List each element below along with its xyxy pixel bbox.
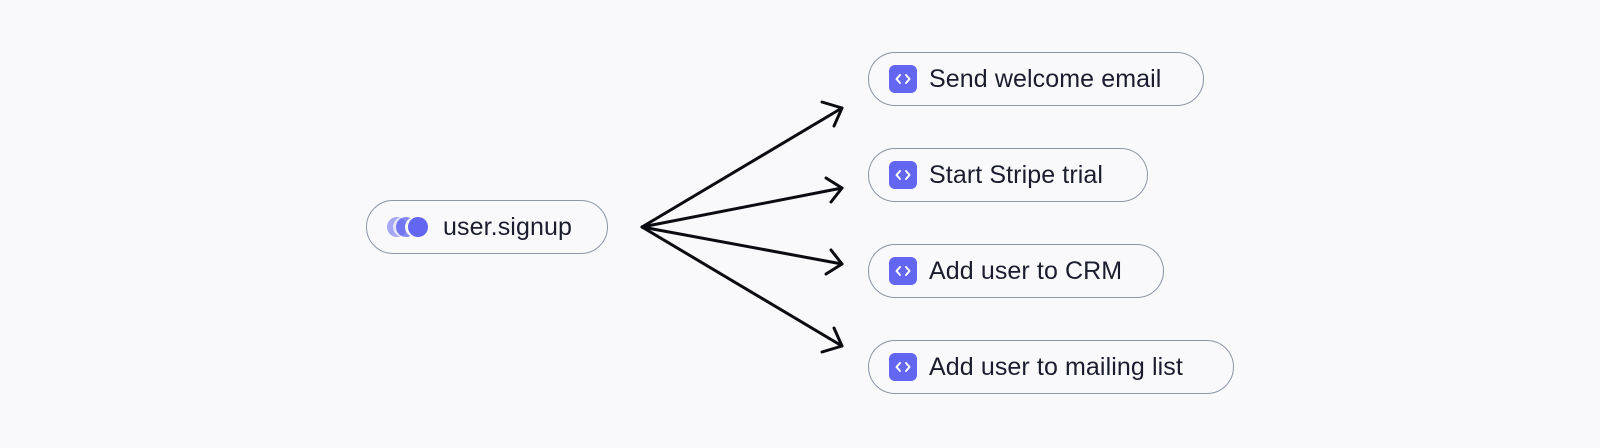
function-label: Send welcome email: [929, 64, 1162, 93]
arrow-line: [640, 225, 844, 348]
arrow-line: [640, 186, 844, 229]
event-node-user-signup[interactable]: user.signup: [366, 200, 608, 254]
code-brackets-icon: [889, 353, 917, 381]
arrow-to-send-welcome-email: [640, 100, 844, 229]
function-label: Start Stripe trial: [929, 160, 1104, 189]
event-label: user.signup: [443, 212, 572, 241]
function-node-start-stripe-trial[interactable]: Start Stripe trial: [868, 148, 1148, 202]
arrow-to-add-user-to-mailing-list: [640, 225, 844, 354]
function-label: Add user to CRM: [929, 256, 1123, 285]
code-brackets-icon: [889, 65, 917, 93]
function-node-add-user-to-mailing-list[interactable]: Add user to mailing list: [868, 340, 1234, 394]
function-node-send-welcome-email[interactable]: Send welcome email: [868, 52, 1204, 106]
event-dot: [408, 217, 428, 237]
function-label: Add user to mailing list: [929, 352, 1183, 381]
code-brackets-icon: [889, 161, 917, 189]
event-dots-icon: [387, 216, 435, 238]
arrowhead-icon: [820, 100, 844, 128]
arrow-to-add-user-to-crm: [640, 225, 844, 276]
arrow-line: [640, 225, 844, 266]
arrowhead-icon: [824, 248, 844, 276]
arrow-line: [640, 106, 844, 229]
code-brackets-icon: [889, 257, 917, 285]
arrowhead-icon: [820, 326, 844, 354]
arrow-to-start-stripe-trial: [640, 176, 844, 229]
arrowhead-icon: [824, 176, 844, 204]
function-node-add-user-to-crm[interactable]: Add user to CRM: [868, 244, 1164, 298]
